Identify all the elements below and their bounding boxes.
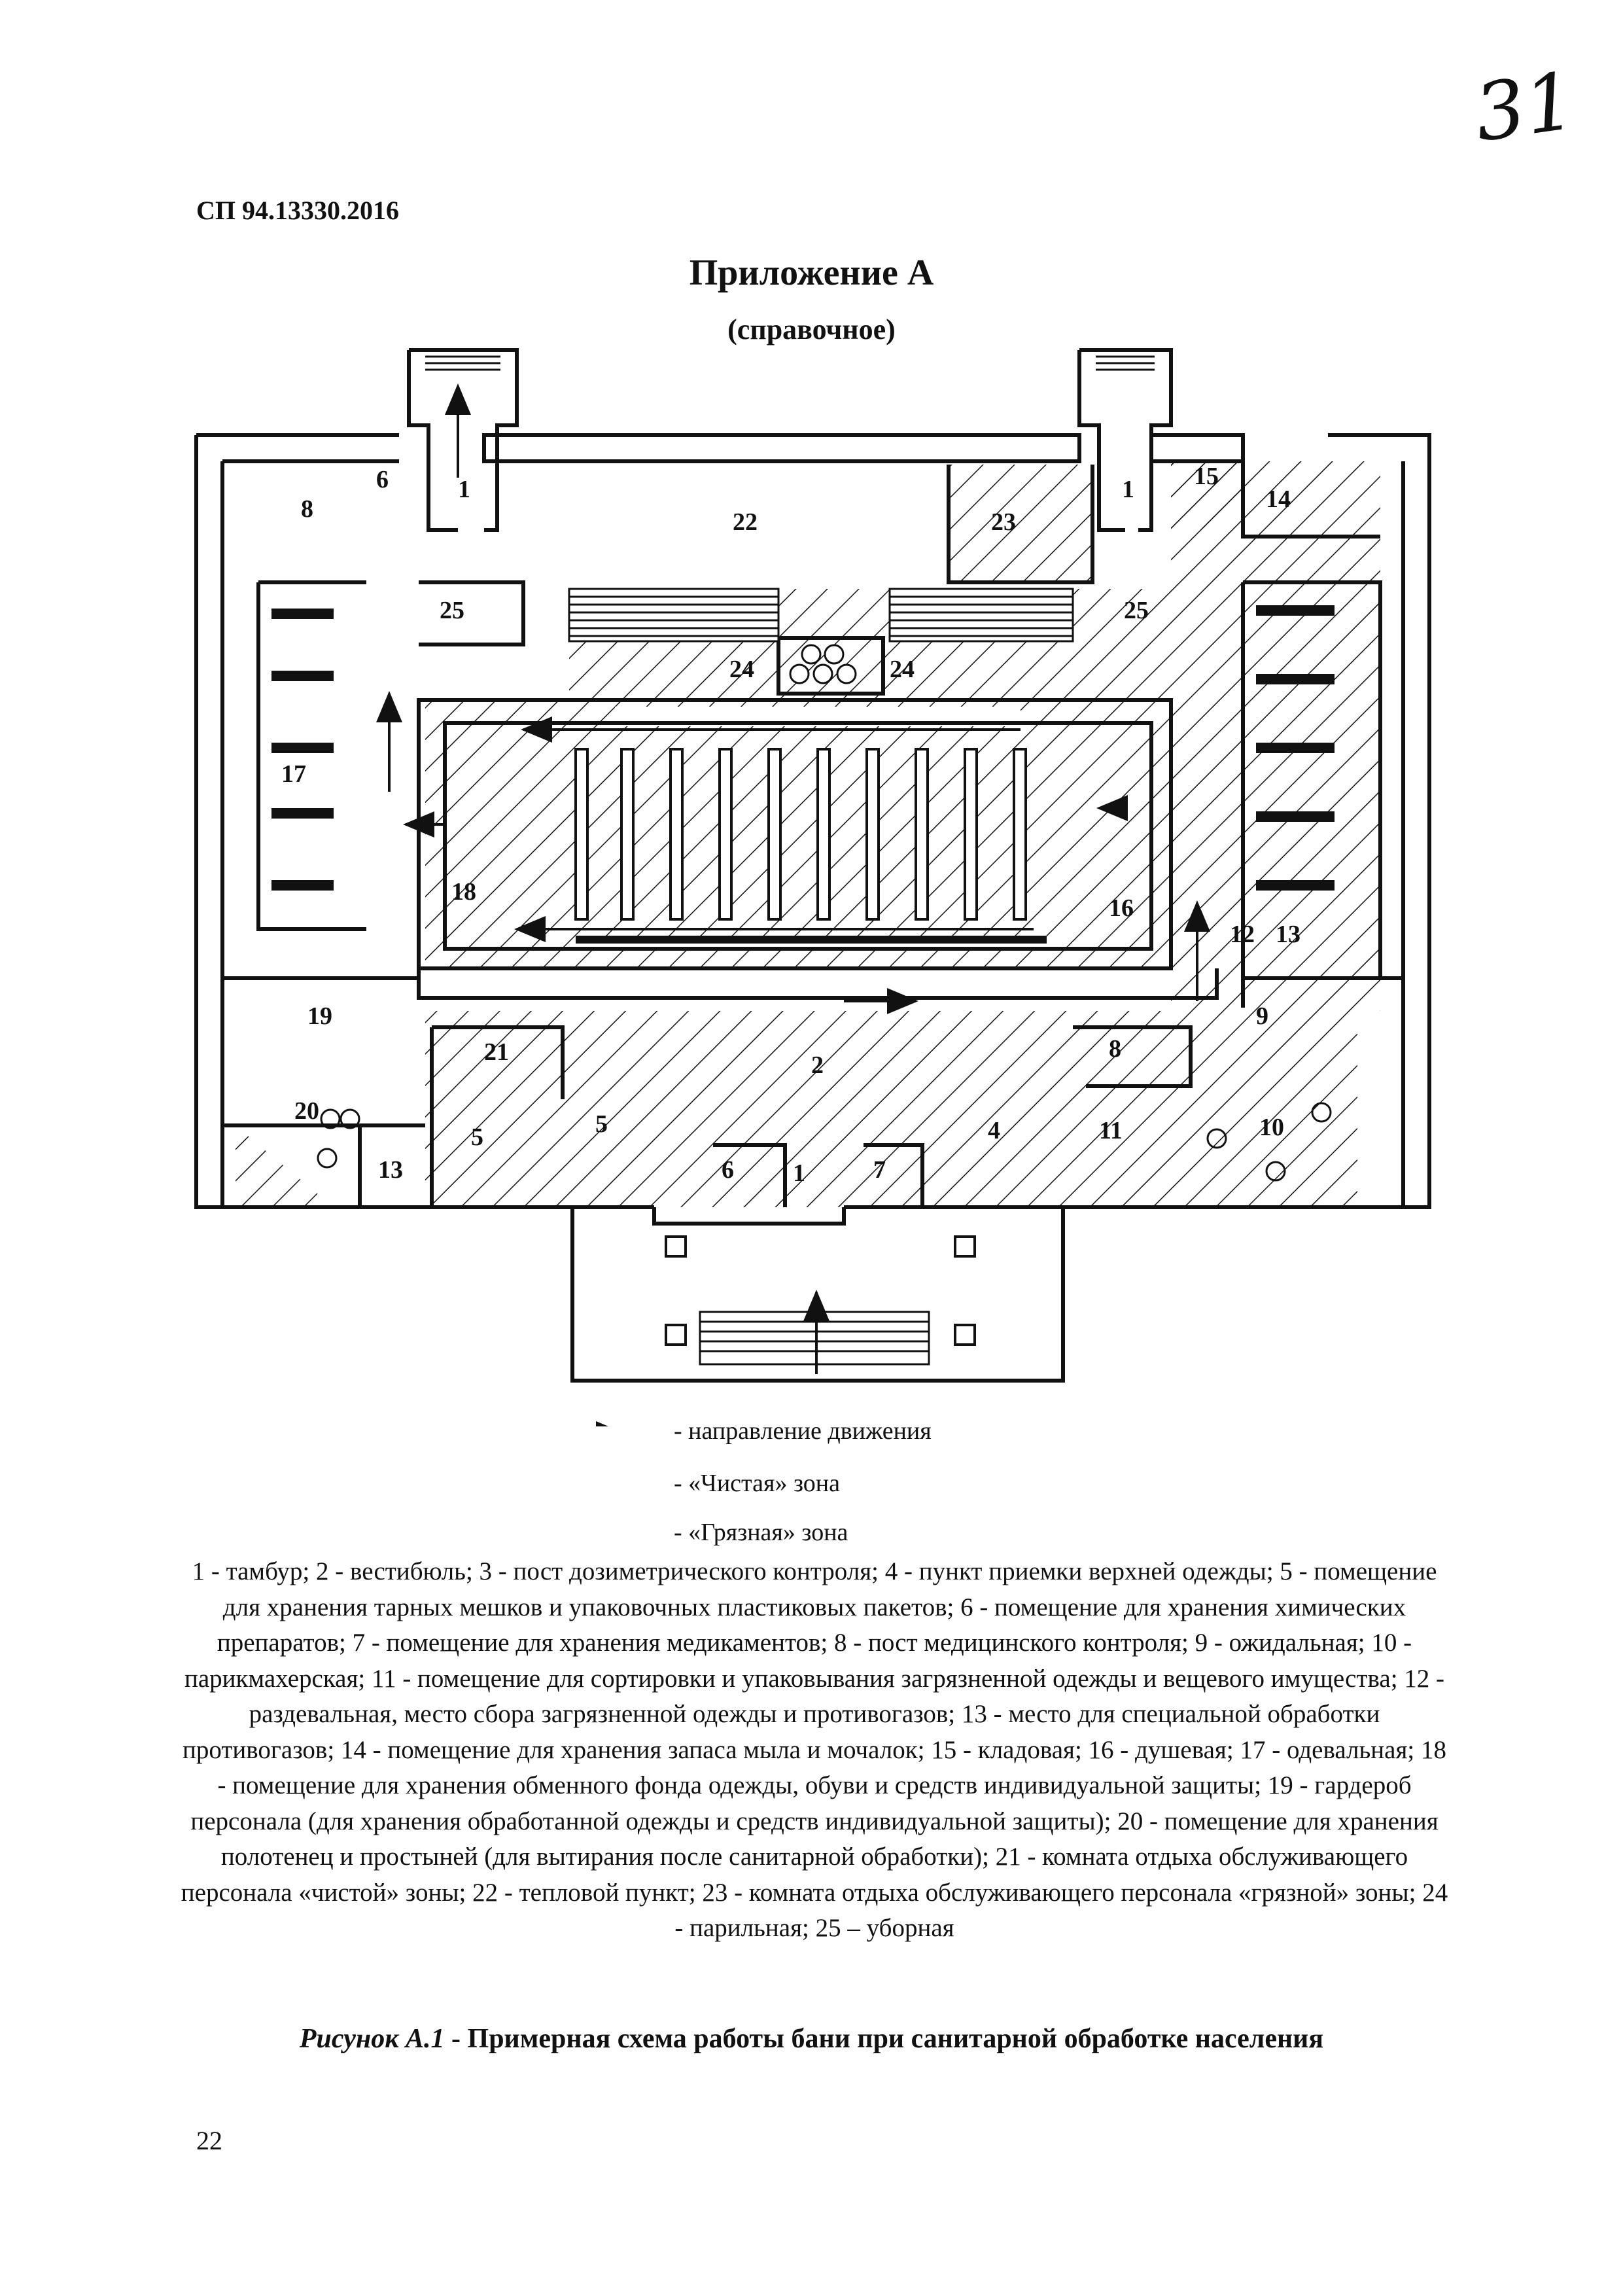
- svg-text:5: 5: [471, 1123, 483, 1151]
- stove-icon: [789, 644, 857, 684]
- svg-text:23: 23: [991, 508, 1016, 536]
- svg-text:15: 15: [1194, 463, 1219, 490]
- svg-text:21: 21: [484, 1038, 509, 1066]
- svg-text:6: 6: [376, 466, 389, 493]
- svg-text:18: 18: [451, 878, 476, 906]
- svg-text:25: 25: [1124, 597, 1149, 624]
- svg-text:12: 12: [1230, 921, 1255, 948]
- movement-arrows: [376, 383, 1210, 1374]
- svg-text:4: 4: [988, 1117, 1000, 1144]
- svg-text:25: 25: [440, 597, 464, 624]
- svg-text:8: 8: [301, 495, 313, 523]
- washbasin-icons: [317, 1102, 1332, 1182]
- room-numbers: 1 1 1 2 4 5 5 6 6 7 8 8 9 10 11 12 13 13…: [281, 463, 1300, 1187]
- stairs: [425, 355, 1155, 1366]
- svg-text:2: 2: [811, 1051, 824, 1079]
- shower-lanes: [574, 748, 1027, 921]
- svg-text:11: 11: [1099, 1117, 1123, 1144]
- svg-text:24: 24: [890, 656, 915, 683]
- svg-text:10: 10: [1259, 1114, 1284, 1141]
- svg-text:24: 24: [729, 656, 754, 683]
- figure-label: Рисунок А.1: [299, 2024, 445, 2054]
- svg-text:13: 13: [1276, 921, 1300, 948]
- svg-text:9: 9: [1256, 1002, 1268, 1030]
- legend-dirty-zone-label: - «Грязная» зона: [674, 1519, 848, 1546]
- walls: [194, 348, 1431, 1383]
- entrance-posts: [665, 1235, 976, 1346]
- appendix-title: Приложение А: [689, 253, 934, 293]
- document-code: СП 94.13330.2016: [196, 196, 399, 225]
- svg-text:5: 5: [595, 1110, 608, 1138]
- svg-text:1: 1: [458, 476, 470, 503]
- svg-text:16: 16: [1109, 894, 1134, 922]
- page-number: 22: [196, 2126, 222, 2155]
- svg-text:17: 17: [281, 760, 306, 788]
- figure-title-text: - Примерная схема работы бани при санита…: [444, 2024, 1324, 2054]
- svg-text:1: 1: [1122, 476, 1134, 503]
- figure-title: Рисунок А.1 - Примерная схема работы бан…: [0, 2023, 1623, 2055]
- svg-text:1: 1: [793, 1159, 805, 1187]
- svg-text:14: 14: [1266, 486, 1291, 513]
- svg-text:7: 7: [873, 1156, 886, 1184]
- svg-text:19: 19: [307, 1002, 332, 1030]
- svg-text:8: 8: [1109, 1035, 1121, 1063]
- cabin-benches: [271, 605, 1335, 944]
- svg-text:6: 6: [722, 1156, 734, 1184]
- appendix-subtitle: (справочное): [727, 313, 896, 345]
- svg-text:22: 22: [733, 508, 758, 536]
- figure-legend-caption: 1 - тамбур; 2 - вестибюль; 3 - пост дози…: [181, 1557, 1448, 1942]
- svg-text:20: 20: [294, 1097, 319, 1125]
- svg-text:13: 13: [378, 1156, 403, 1184]
- legend-clean-zone-label: - «Чистая» зона: [674, 1470, 840, 1497]
- legend-arrow-label: - направление движения: [674, 1417, 932, 1445]
- bathhouse-floor-plan: 1 1 1 2 4 5 5 6 6 7 8 8 9 10 11 12 13 13…: [194, 348, 1431, 1426]
